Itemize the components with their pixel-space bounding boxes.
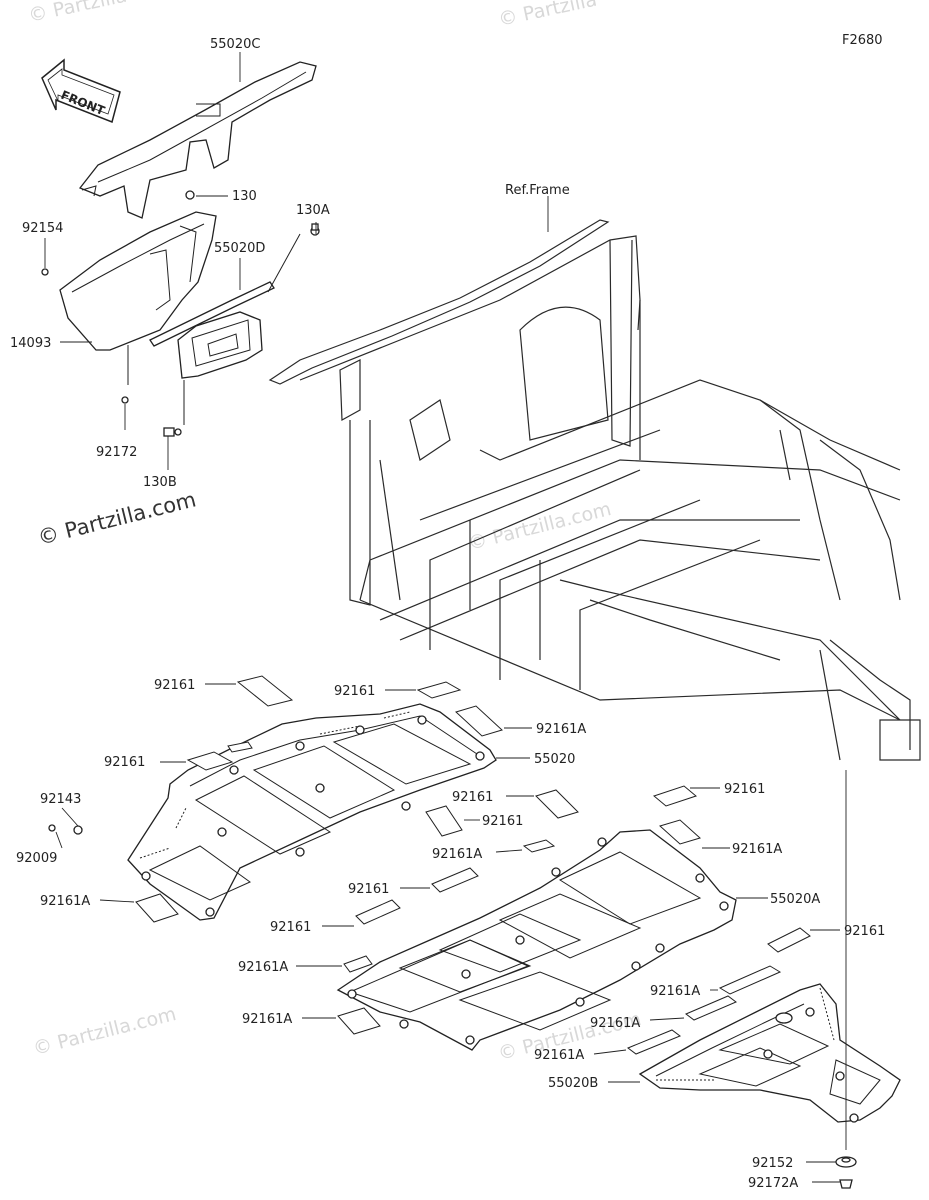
label-92161-f[interactable]: 92161	[348, 882, 389, 897]
label-130[interactable]: 130	[232, 189, 257, 204]
skid-plate-55020A	[336, 829, 737, 1051]
label-92161-h[interactable]: 92161	[270, 920, 311, 935]
label-92161-c[interactable]: 92161	[104, 755, 145, 770]
label-ref-frame[interactable]: Ref.Frame	[505, 183, 570, 198]
label-92172A[interactable]: 92172A	[748, 1176, 798, 1191]
label-92161A-h[interactable]: 92161A	[590, 1016, 640, 1031]
label-92161-d[interactable]: 92161	[452, 790, 493, 805]
label-92161-a[interactable]: 92161	[154, 678, 195, 693]
label-92161-e[interactable]: 92161	[482, 814, 523, 829]
grommets	[835, 1156, 857, 1189]
label-55020B[interactable]: 55020B	[548, 1076, 598, 1091]
label-92161A-a[interactable]: 92161A	[536, 722, 586, 737]
label-55020C[interactable]: 55020C	[210, 37, 260, 52]
watermark-center: © Partzilla.com	[466, 498, 614, 555]
label-92154[interactable]: 92154	[22, 221, 63, 236]
label-92161-right[interactable]: 92161	[844, 924, 885, 939]
label-92172[interactable]: 92172	[96, 445, 137, 460]
leader-lines	[44, 52, 847, 1183]
label-92161A-i[interactable]: 92161A	[534, 1048, 584, 1063]
watermark-top-left: © Partzilla	[26, 0, 128, 27]
vehicle-frame	[268, 219, 921, 761]
label-92161A-g[interactable]: 92161A	[242, 1012, 292, 1027]
watermark-left-mid: © Partzilla.com	[35, 487, 198, 549]
label-92161A-e[interactable]: 92161A	[238, 960, 288, 975]
label-55020A[interactable]: 55020A	[770, 892, 820, 907]
part-labels: 55020C 130 130A 92154 55020D 14093 92172…	[10, 37, 885, 1191]
label-55020D[interactable]: 55020D	[214, 241, 265, 256]
label-14093[interactable]: 14093	[10, 336, 51, 351]
label-130B[interactable]: 130B	[143, 475, 177, 490]
watermark-bottom-left: © Partzilla.com	[31, 1003, 179, 1060]
label-92161-b[interactable]: 92161	[334, 684, 375, 699]
label-92161A-f[interactable]: 92161A	[650, 984, 700, 999]
skid-plate-55020B	[638, 983, 901, 1123]
label-130A[interactable]: 130A	[296, 203, 330, 218]
front-arrow-icon: FRONT	[41, 58, 121, 124]
figure-code: F2680	[842, 33, 883, 48]
label-92161A-b[interactable]: 92161A	[432, 847, 482, 862]
label-92161-g[interactable]: 92161	[724, 782, 765, 797]
watermark-top-center: © Partzilla	[496, 0, 598, 31]
label-92161A-d[interactable]: 92161A	[40, 894, 90, 909]
label-55020[interactable]: 55020	[534, 752, 575, 767]
label-92161A-c[interactable]: 92161A	[732, 842, 782, 857]
pads	[48, 675, 811, 1055]
label-92152[interactable]: 92152	[752, 1156, 793, 1171]
label-92143[interactable]: 92143	[40, 792, 81, 807]
label-92009[interactable]: 92009	[16, 851, 57, 866]
front-guard-assembly	[59, 61, 317, 379]
fasteners-front	[41, 190, 320, 437]
